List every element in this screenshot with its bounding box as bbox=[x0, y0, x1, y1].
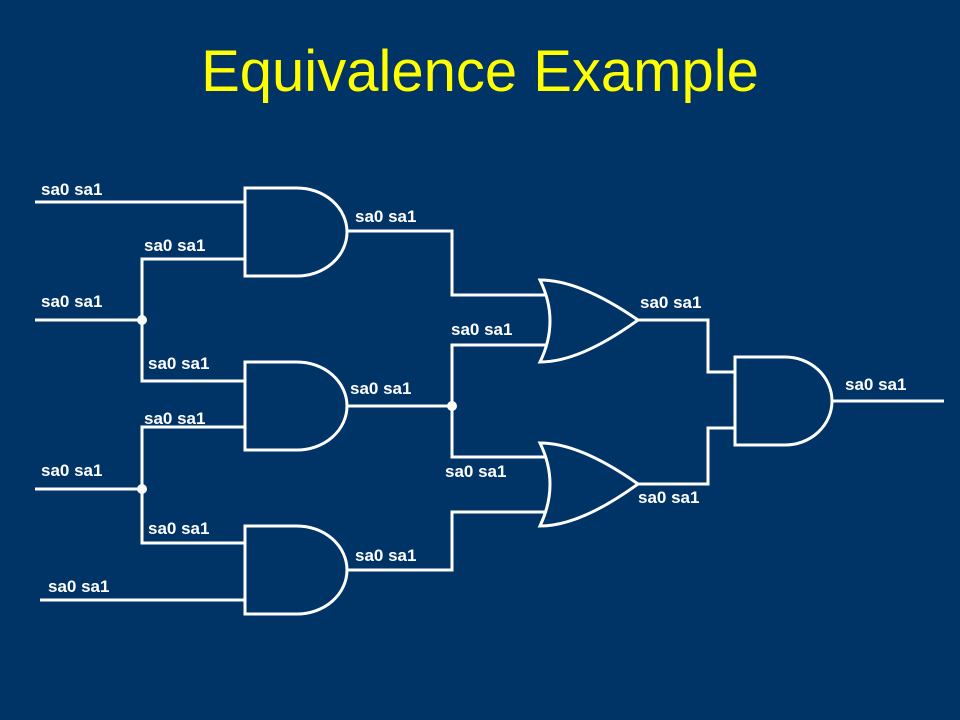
or-gate-1 bbox=[537, 278, 641, 364]
label-and2-to-or1: sa0 sa1 bbox=[451, 320, 512, 339]
label-and3-out: sa0 sa1 bbox=[355, 546, 416, 565]
label-input-d: sa0 sa1 bbox=[48, 577, 109, 596]
junction-dot-and2-out bbox=[447, 401, 457, 411]
slide-title: Equivalence Example bbox=[201, 39, 759, 104]
wire-and3-out bbox=[347, 510, 547, 572]
wire-and1-out bbox=[347, 229, 547, 297]
label-or1-out: sa0 sa1 bbox=[640, 293, 701, 312]
label-input-b: sa0 sa1 bbox=[41, 292, 102, 311]
junction-dot-b bbox=[137, 315, 147, 325]
label-b-to-and1: sa0 sa1 bbox=[144, 236, 205, 255]
and-gate-final bbox=[733, 355, 834, 447]
wire-and2-to-or1 bbox=[450, 343, 547, 406]
label-input-c: sa0 sa1 bbox=[41, 461, 102, 480]
and-gate-1 bbox=[243, 186, 349, 278]
label-c-to-and3: sa0 sa1 bbox=[148, 519, 209, 538]
wire-or1-out bbox=[638, 318, 737, 374]
wire-or2-out bbox=[638, 426, 737, 486]
wire-and2-to-or2 bbox=[450, 406, 547, 459]
label-input-a: sa0 sa1 bbox=[41, 180, 102, 199]
wire-b-to-and1 bbox=[140, 257, 245, 320]
label-final-out: sa0 sa1 bbox=[845, 375, 906, 394]
label-b-to-and2: sa0 sa1 bbox=[148, 354, 209, 373]
label-or2-out: sa0 sa1 bbox=[638, 488, 699, 507]
wire-c-to-and3 bbox=[140, 489, 245, 545]
junction-dot-c bbox=[137, 484, 147, 494]
label-and2-out: sa0 sa1 bbox=[350, 379, 411, 398]
wire-b-to-and2 bbox=[140, 320, 245, 383]
label-and2-to-or2: sa0 sa1 bbox=[445, 462, 506, 481]
or-gate-2 bbox=[537, 441, 641, 528]
label-c-to-and2: sa0 sa1 bbox=[144, 409, 205, 428]
wire-c-to-and2 bbox=[140, 425, 245, 489]
label-and1-out: sa0 sa1 bbox=[355, 207, 416, 226]
and-gate-2 bbox=[243, 360, 349, 452]
and-gate-3 bbox=[243, 524, 349, 616]
